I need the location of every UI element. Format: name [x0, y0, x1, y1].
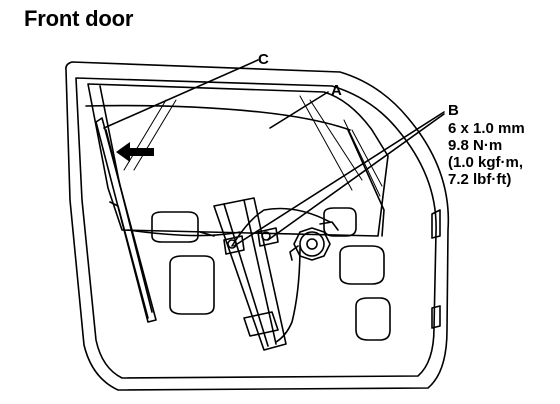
rear-channel — [347, 129, 385, 237]
glass-top-edge — [85, 104, 351, 131]
service-hole-upper — [151, 211, 199, 243]
torque-kgf-text: (1.0 kgf·m, — [448, 154, 524, 171]
regulator-motor — [299, 231, 325, 257]
service-hole-left — [169, 255, 215, 315]
service-hole-upper-right — [323, 207, 357, 237]
regulator-cable — [231, 207, 331, 247]
callout-label-c: C — [258, 51, 269, 68]
bolt-size-text: 6 x 1.0 mm — [448, 120, 525, 137]
leader-line-b-1 — [233, 111, 445, 247]
torque-lbf-text: 7.2 lbf·ft) — [448, 171, 512, 188]
torque-spec: 6 x 1.0 mm 9.8 N·m (1.0 kgf·m, 7.2 lbf·f… — [448, 120, 525, 188]
window-glass — [87, 83, 389, 237]
callout-label-b: B — [448, 102, 459, 119]
regulator-rail — [213, 197, 287, 351]
leader-line-c — [103, 59, 259, 129]
front-run-channel — [95, 117, 157, 323]
service-hole-lower-right — [355, 297, 391, 341]
leader-line-a — [269, 91, 329, 129]
front-direction-arrow — [116, 142, 154, 162]
torque-nm-text: 9.8 N·m — [448, 137, 503, 154]
door-inner-edge — [75, 77, 437, 379]
service-hole-right — [339, 245, 385, 285]
callout-label-a: A — [331, 82, 342, 99]
page-title: Front door — [24, 6, 134, 31]
leader-line-b-2 — [267, 113, 445, 241]
door-outer-panel — [65, 61, 450, 391]
